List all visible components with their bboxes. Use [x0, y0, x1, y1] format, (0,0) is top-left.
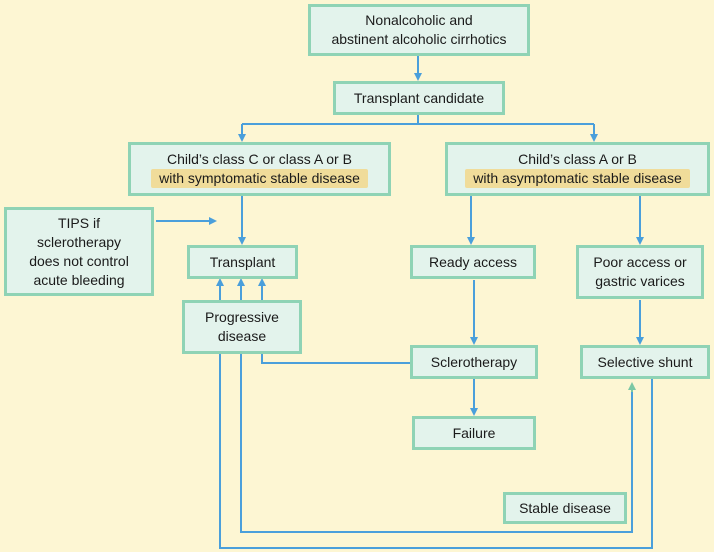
node-class-c-line1: Child’s class C or class A or B: [167, 151, 352, 167]
node-poor-access-line1: Poor access or: [593, 254, 687, 270]
node-sclerotherapy: Sclerotherapy: [410, 345, 538, 379]
node-poor-access: Poor access or gastric varices: [576, 245, 704, 299]
connector-stable-inner-loop: [240, 352, 633, 533]
node-sclerotherapy-label: Sclerotherapy: [430, 353, 518, 370]
node-start: Nonalcoholic and abstinent alcoholic cir…: [308, 4, 530, 56]
node-class-ab-line1: Child’s class A or B: [518, 151, 637, 167]
node-transplant: Transplant: [187, 245, 298, 279]
node-failure: Failure: [412, 416, 536, 450]
node-start-line1: Nonalcoholic and: [365, 12, 473, 28]
node-transplant-candidate: Transplant candidate: [333, 81, 505, 115]
node-selective-shunt-label: Selective shunt: [597, 353, 693, 370]
node-tips: TIPS if sclerotherapy does not control a…: [4, 207, 154, 296]
connector-stable-outer-loop: [219, 352, 653, 549]
node-class-ab-line2: with asymptomatic stable disease: [465, 169, 690, 188]
node-progressive-line1: Progressive: [205, 309, 279, 325]
node-class-ab: Child’s class A or B with asymptomatic s…: [445, 142, 710, 196]
node-tips-line2: sclerotherapy: [36, 233, 122, 250]
connector-sclero-to-progressive: [261, 352, 411, 364]
node-class-c: Child’s class C or class A or B with sym…: [128, 142, 391, 196]
node-ready-access: Ready access: [410, 245, 536, 279]
node-failure-label: Failure: [452, 424, 496, 441]
node-stable-disease: Stable disease: [503, 492, 627, 524]
node-transplant-label: Transplant: [209, 253, 276, 270]
node-stable-disease-label: Stable disease: [519, 499, 611, 516]
node-start-line2: abstinent alcoholic cirrhotics: [331, 31, 507, 47]
node-transplant-candidate-label: Transplant candidate: [353, 89, 485, 106]
node-tips-line3: does not control: [29, 252, 129, 269]
node-tips-line1: TIPS if: [57, 214, 100, 231]
node-tips-line4: acute bleeding: [33, 271, 125, 288]
node-poor-access-line2: gastric varices: [595, 273, 685, 289]
node-progressive-line2: disease: [217, 328, 267, 344]
node-selective-shunt: Selective shunt: [580, 345, 710, 379]
node-ready-access-label: Ready access: [429, 253, 517, 270]
node-progressive-disease: Progressive disease: [182, 300, 302, 354]
node-class-c-line2: with symptomatic stable disease: [151, 169, 368, 188]
